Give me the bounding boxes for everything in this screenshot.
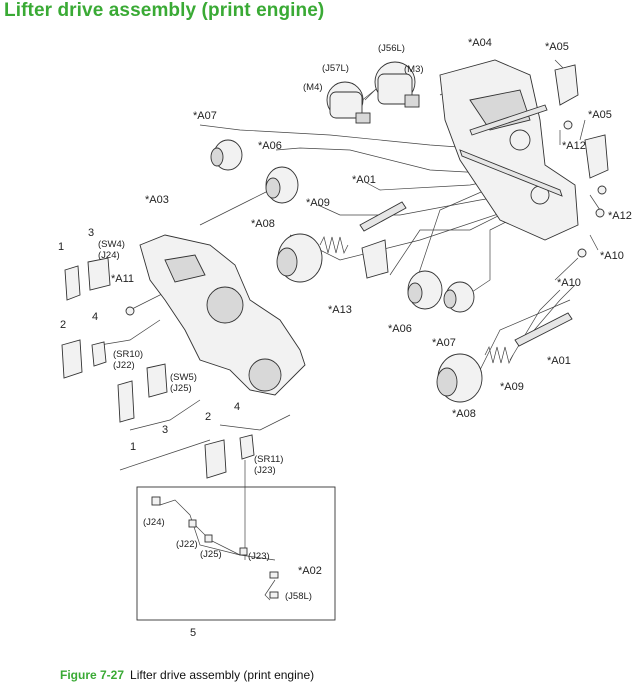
- motor-m4: [326, 81, 371, 124]
- gear-a08-bottom: [436, 353, 483, 403]
- sensor-1-top: [64, 265, 81, 301]
- gear-a06-top: [265, 166, 299, 204]
- gear-a06-bottom: [407, 270, 443, 310]
- label-a01-bottom: *A01: [547, 355, 571, 367]
- label-a03: *A03: [145, 194, 169, 206]
- label-j22-box: (J22): [176, 539, 198, 550]
- frame-a04: [439, 59, 579, 241]
- label-a10-top: *A10: [600, 250, 624, 262]
- bracket-a05-top: [554, 64, 579, 106]
- label-j22-top: (J22): [113, 360, 135, 371]
- label-j25-top: (J25): [170, 383, 192, 394]
- figure-caption: Figure 7-27 Lifter drive assembly (print …: [60, 668, 314, 682]
- label-a11: *A11: [111, 273, 134, 285]
- sensor-sr10: [91, 341, 107, 367]
- label-a01-top: *A01: [352, 174, 376, 186]
- label-a05-right: *A05: [588, 109, 612, 121]
- label-j56l: (J56L): [378, 43, 405, 54]
- label-a13: *A13: [328, 304, 352, 316]
- sensor-1-bottom: [117, 380, 135, 423]
- label-j58l: (J58L): [285, 591, 312, 602]
- gear-a07-bottom: [443, 281, 475, 313]
- label-a07-top: *A07: [193, 110, 217, 122]
- screw-a12-top: [563, 120, 573, 130]
- label-2-bottom: 2: [205, 411, 211, 423]
- label-a08-bottom: *A08: [452, 408, 476, 420]
- label-a05-top: *A05: [545, 41, 569, 53]
- sensor-2-bottom: [204, 439, 227, 479]
- label-a09-bottom: *A09: [500, 381, 524, 393]
- label-a04: *A04: [468, 37, 492, 49]
- label-3-top: 3: [88, 227, 94, 239]
- shaft-a01-bottom: [514, 312, 573, 347]
- shaft-a01-top: [359, 201, 407, 232]
- label-3-bottom: 3: [162, 424, 168, 436]
- bracket-a05-right: [584, 134, 609, 179]
- screw-a12-right: [595, 208, 605, 218]
- label-a08-top: *A08: [251, 218, 275, 230]
- label-a10-mid: *A10: [557, 277, 581, 289]
- cable-harness-box: [136, 486, 336, 621]
- label-4-left: 4: [92, 311, 98, 323]
- label-j25-box: (J25): [200, 549, 222, 560]
- callout-labels: *A04 *A05 (J56L) (J57L) (M3) (M4) *A05 *…: [58, 37, 632, 639]
- label-a12-top: *A12: [562, 140, 586, 152]
- label-m3: (M3): [404, 64, 424, 75]
- sensor-2-left: [61, 339, 83, 379]
- figure-number: Figure 7-27: [60, 668, 125, 682]
- label-5: 5: [190, 627, 196, 639]
- label-sr10: (SR10): [113, 349, 143, 360]
- label-j23-top: (J23): [254, 465, 276, 476]
- label-j24-box: (J24): [143, 517, 165, 528]
- label-sw5: (SW5): [170, 372, 197, 383]
- screw-a11: [125, 306, 135, 316]
- label-1-bottom: 1: [130, 441, 136, 453]
- label-a07-bottom: *A07: [432, 337, 456, 349]
- plate-a13: [361, 239, 389, 279]
- label-1-top: 1: [58, 241, 64, 253]
- gear-a07-top: [210, 139, 243, 171]
- label-a12-right: *A12: [608, 210, 632, 222]
- label-j23-box: (J23): [248, 551, 270, 562]
- motor-m3: [374, 61, 420, 108]
- label-m4: (M4): [303, 82, 323, 93]
- figure-caption-text: Lifter drive assembly (print engine): [130, 668, 315, 682]
- label-sr11: (SR11): [254, 454, 283, 465]
- gear-a08-top: [276, 233, 323, 283]
- spring-a09-bottom: [484, 345, 514, 365]
- label-sw4: (SW4): [98, 239, 125, 250]
- label-a09-top: *A09: [306, 197, 330, 209]
- label-j57l: (J57L): [322, 63, 349, 74]
- page-title: Lifter drive assembly (print engine): [4, 0, 325, 21]
- screw-a10-mid: [597, 185, 607, 195]
- frame-a03: [139, 234, 306, 396]
- label-a02: *A02: [298, 565, 322, 577]
- switch-sw4: [87, 257, 111, 291]
- label-a06-top: *A06: [258, 140, 282, 152]
- sensor-sr11: [239, 434, 255, 460]
- screw-a10-top: [577, 248, 587, 258]
- label-j24-top: (J24): [98, 250, 120, 261]
- spring-a09-top: [319, 235, 349, 255]
- switch-sw5: [146, 363, 168, 398]
- label-2-left: 2: [60, 319, 66, 331]
- label-4-bottom: 4: [234, 401, 240, 413]
- label-a06-bottom: *A06: [388, 323, 412, 335]
